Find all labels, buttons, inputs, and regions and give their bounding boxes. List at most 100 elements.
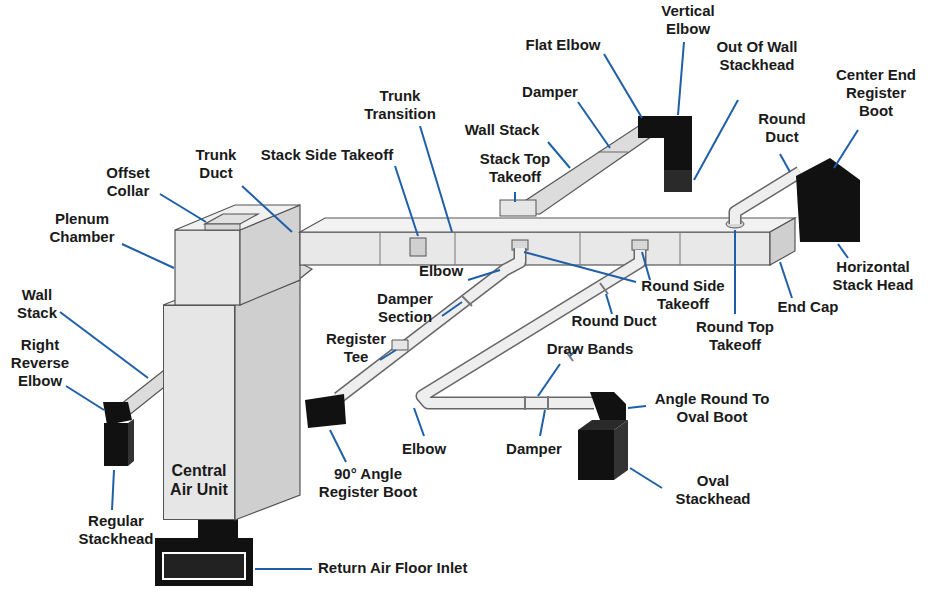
leader-lines-part xyxy=(694,100,738,180)
round-ducts-part xyxy=(547,396,549,410)
leader-lines-part xyxy=(468,270,500,280)
part-label: Out Of Wall Stackhead xyxy=(715,38,799,74)
part-label: Wall Stack xyxy=(452,121,552,139)
leader-lines-part xyxy=(66,386,104,410)
air-unit-front: Central Air Unit xyxy=(163,305,235,520)
leader-lines-part xyxy=(255,568,312,570)
round-ducts-part xyxy=(524,396,526,410)
leader-lines-part xyxy=(538,364,560,396)
leader-lines-part xyxy=(420,126,452,232)
part-label: Damper Section xyxy=(369,290,441,326)
register-boots-part xyxy=(305,394,346,428)
part-label: Damper xyxy=(505,83,595,101)
leader-lines-part xyxy=(414,408,424,436)
part-label: Round Duct xyxy=(751,110,813,146)
trunk-duct-part xyxy=(680,232,681,265)
leader-lines-part xyxy=(630,468,662,488)
part-label: Stack Side Takeoff xyxy=(247,146,407,164)
leader-lines-part xyxy=(578,102,610,148)
leader-lines-part xyxy=(678,42,684,115)
part-label: Elbow xyxy=(394,440,454,458)
part-label: Center End Register Boot xyxy=(830,66,922,120)
round-ducts-part xyxy=(338,248,520,398)
part-label: Flat Elbow xyxy=(513,36,613,54)
air-unit-body-part xyxy=(175,205,300,230)
return-air-inlet-part xyxy=(163,553,245,579)
round-ducts-part xyxy=(735,172,800,224)
round-ducts-part xyxy=(735,172,800,224)
part-label: Damper xyxy=(494,440,574,458)
part-label: Vertical Elbow xyxy=(649,2,727,38)
left-wall-stack-part xyxy=(128,419,134,466)
part-label: Regular Stackhead xyxy=(74,512,158,548)
round-ducts-part xyxy=(392,340,408,350)
round-ducts-part xyxy=(600,283,608,294)
leader-lines-part xyxy=(780,262,792,298)
leader-lines-part xyxy=(242,186,292,232)
air-unit-body-part xyxy=(175,230,240,305)
leader-lines-part xyxy=(112,470,114,510)
leader-lines-part xyxy=(780,154,790,172)
leader-lines-part xyxy=(834,130,858,168)
top-wall-stack-part xyxy=(638,116,692,192)
register-boots-part xyxy=(614,420,628,480)
part-label: End Cap xyxy=(768,298,848,316)
part-label: Round Side Takeoff xyxy=(634,277,732,313)
round-ducts-part xyxy=(462,296,472,306)
leader-lines-part xyxy=(838,244,848,258)
register-boots-part xyxy=(590,392,626,420)
trunk-duct-part xyxy=(770,218,795,265)
top-wall-stack-part xyxy=(598,152,628,153)
part-label: Right Reverse Elbow xyxy=(4,336,76,390)
leader-lines-part xyxy=(642,252,650,280)
leader-lines-part xyxy=(330,430,346,462)
trunk-duct-part xyxy=(580,232,581,265)
leader-lines-part xyxy=(514,192,516,202)
leader-lines-part xyxy=(548,142,570,168)
left-wall-stack-part xyxy=(104,423,128,466)
trunk-duct-part xyxy=(410,238,426,256)
air-unit-body-part xyxy=(235,280,300,520)
part-label: 90° Angle Register Boot xyxy=(309,465,427,501)
air-unit-body xyxy=(163,205,300,520)
unit-label: Central Air Unit xyxy=(168,461,230,499)
trunk-duct-part xyxy=(300,218,795,232)
part-label: Trunk Duct xyxy=(185,146,247,182)
air-unit-body-part xyxy=(205,224,240,230)
register-boots-part xyxy=(578,430,614,480)
part-label: Horizontal Stack Head xyxy=(824,258,922,294)
return-air-inlet-part xyxy=(155,538,253,586)
part-label: Return Air Floor Inlet xyxy=(318,559,518,577)
part-label: Round Duct xyxy=(564,312,664,330)
leader-lines-part xyxy=(395,166,418,236)
part-label: Wall Stack xyxy=(8,286,66,322)
register-boots-part xyxy=(796,158,860,242)
part-label: Stack Top Takeoff xyxy=(472,150,558,186)
leader-lines-part xyxy=(606,294,612,314)
trunk-duct-part xyxy=(300,232,770,265)
top-wall-stack-part xyxy=(500,200,536,216)
register-boots xyxy=(305,158,860,480)
trunk-duct-part xyxy=(380,232,381,265)
leader-lines-part xyxy=(122,244,174,268)
leader-lines-part xyxy=(160,194,206,222)
part-label: Oval Stackhead xyxy=(671,472,755,508)
air-unit-body-part xyxy=(205,214,258,224)
leader-lines-part xyxy=(442,302,462,316)
part-label: Trunk Transition xyxy=(354,87,446,123)
part-label: Plenum Chamber xyxy=(43,210,121,246)
leader-lines-part xyxy=(604,54,642,118)
part-label: Offset Collar xyxy=(97,164,159,200)
left-wall-stack-part xyxy=(103,402,132,425)
part-label: Draw Bands xyxy=(540,340,640,358)
leader-lines-part xyxy=(628,406,646,408)
trunk-duct-part xyxy=(455,232,456,265)
part-label: Angle Round To Oval Boot xyxy=(648,390,776,426)
leader-lines xyxy=(60,42,858,569)
part-label: Elbow xyxy=(411,262,471,280)
round-ducts-part xyxy=(338,248,520,398)
leader-lines-part xyxy=(734,230,736,314)
round-ducts xyxy=(338,172,800,410)
return-air-inlet xyxy=(155,515,253,586)
